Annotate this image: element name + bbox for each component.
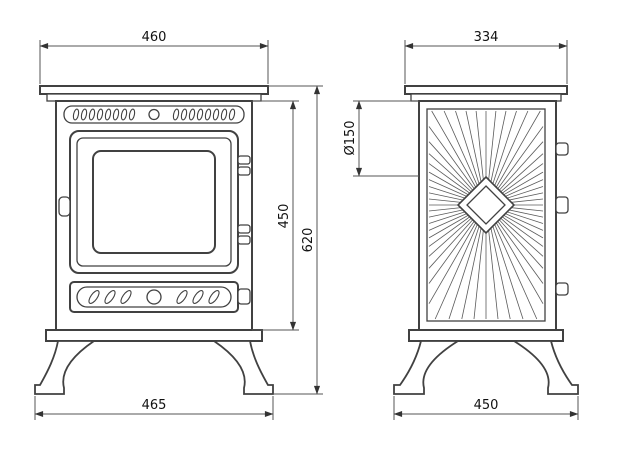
side-top-plate [404, 85, 568, 95]
dim-label-front-base-width: 465 [142, 398, 167, 413]
side-left-leg [393, 340, 462, 395]
dim-side-top-depth: 334 [404, 30, 568, 84]
door-glass [92, 150, 216, 254]
side-right-leg [510, 340, 579, 395]
front-top-plate [39, 85, 269, 95]
dim-label-flue-diameter: Ø150 [343, 120, 358, 155]
dim-label-side-base-depth: 450 [474, 398, 499, 413]
door-hinges [237, 155, 251, 245]
dim-side-flue-diameter: Ø150 [343, 100, 419, 177]
side-top-molding [410, 93, 562, 102]
vent-knob [148, 108, 160, 121]
vent-slots [72, 108, 236, 121]
front-left-leg [34, 340, 97, 395]
dim-front-base-width: 465 [34, 396, 274, 420]
front-view [34, 85, 274, 395]
dim-label-front-top-width: 460 [142, 30, 167, 45]
side-hinges [555, 142, 569, 296]
front-right-leg [211, 340, 274, 395]
dim-label-front-body-height: 450 [277, 204, 292, 229]
sunburst-diamond-inner [466, 185, 506, 225]
dim-front-top-width: 460 [39, 30, 269, 84]
dim-front-body-height: 450 [252, 100, 299, 331]
dim-label-side-top-depth: 334 [474, 30, 499, 45]
dim-label-front-total-height: 620 [301, 228, 316, 253]
front-top-molding [46, 93, 262, 102]
drawer-knob [146, 289, 162, 305]
drawer-latch [237, 288, 251, 305]
dimensions: 460 465 450 620 334 [34, 30, 579, 420]
door-latch [58, 196, 71, 217]
dim-front-total-height: 620 [268, 85, 323, 395]
side-base-plate [408, 329, 564, 342]
side-view [393, 85, 579, 395]
front-base-plate [45, 329, 263, 342]
drawer-slots [88, 290, 220, 304]
dim-side-base-depth: 450 [393, 396, 579, 420]
